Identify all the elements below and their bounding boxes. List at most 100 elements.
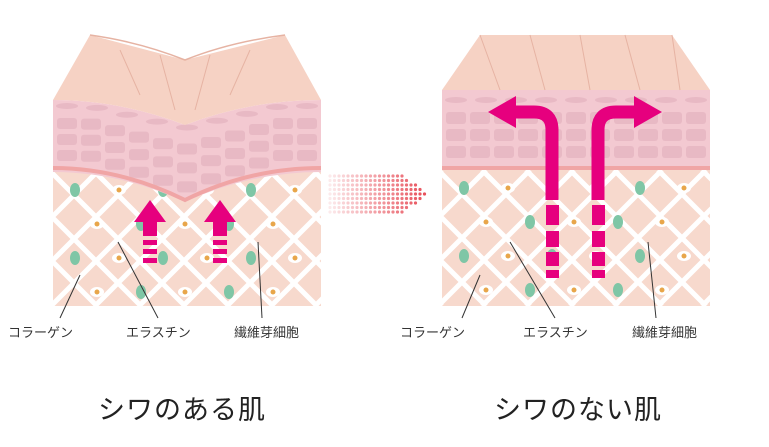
transition-dot <box>332 192 337 196</box>
transition-dot <box>413 187 418 192</box>
transition-dot <box>386 183 391 187</box>
transition-dot <box>332 178 337 183</box>
cell <box>686 146 706 158</box>
transition-dot <box>337 178 341 183</box>
transition-dot <box>332 205 337 210</box>
transition-dot <box>368 201 373 205</box>
transition-dot <box>382 192 386 196</box>
collagen-fiber <box>269 252 321 306</box>
collagen-fiber <box>700 170 710 182</box>
transition-dot <box>337 183 341 187</box>
transition-dot <box>332 183 337 187</box>
cell <box>81 150 101 162</box>
cell <box>153 156 173 168</box>
cell <box>57 118 77 129</box>
transition-dot <box>391 201 395 205</box>
cell <box>153 138 173 150</box>
transition-dot <box>364 205 368 210</box>
cell <box>86 104 108 111</box>
cell <box>177 181 197 193</box>
cell <box>614 146 634 158</box>
transition-dot <box>413 192 418 196</box>
transition-dot <box>328 196 332 201</box>
transition-dot <box>332 196 337 201</box>
transition-dot <box>368 187 373 192</box>
fibroblast-nucleus <box>571 219 577 225</box>
transition-dot <box>404 187 409 192</box>
cell <box>494 146 514 158</box>
transition-dot <box>355 187 359 192</box>
transition-dot <box>382 196 386 201</box>
transition-dot <box>409 187 413 192</box>
transition-dot <box>346 187 350 192</box>
support-arrow-left <box>488 96 559 278</box>
transition-dot <box>368 178 373 183</box>
cell <box>225 130 245 142</box>
cell <box>273 150 293 161</box>
elastin-label-right: エラスチン <box>523 326 588 341</box>
cell <box>638 146 658 158</box>
fibroblast-nucleus <box>204 255 210 261</box>
transition-dot <box>364 192 368 196</box>
fibroblast-label-left: 繊維芽細胞 <box>234 326 300 341</box>
transition-dot <box>395 192 400 196</box>
transition-dot <box>391 192 395 196</box>
cell <box>297 134 317 145</box>
transition-dot <box>391 178 395 183</box>
transition-dot <box>391 196 395 201</box>
transition-dot <box>382 187 386 192</box>
fibroblast-label-right: 繊維芽細胞 <box>632 326 698 341</box>
transition-dot <box>377 183 382 187</box>
transition-dot <box>409 183 413 187</box>
transition-dot <box>346 201 350 205</box>
transition-dot <box>377 174 382 178</box>
cell <box>249 140 269 152</box>
transition-dot <box>413 196 418 201</box>
cell <box>655 97 677 103</box>
elastin-fiber <box>246 251 256 265</box>
transition-dot <box>328 205 332 210</box>
transition-dot <box>386 187 391 192</box>
transition-dot <box>391 183 395 187</box>
transition-dot <box>377 196 382 201</box>
transition-dot <box>404 192 409 196</box>
cell <box>686 112 706 124</box>
transition-dot <box>395 174 400 178</box>
transition-dot <box>400 201 404 205</box>
collagen-fiber <box>746 170 769 306</box>
transition-dot <box>350 201 355 205</box>
transition-dot <box>373 192 377 196</box>
collagen-fiber <box>53 302 55 306</box>
smooth-skin-caption: シワのない肌 <box>494 395 662 426</box>
collagen-fiber <box>656 250 710 306</box>
cell <box>297 118 317 129</box>
cell <box>81 134 101 146</box>
transition-dot <box>337 174 341 178</box>
transition-dot <box>337 192 341 196</box>
cell <box>686 129 706 141</box>
transition-dot <box>382 210 386 214</box>
transition-dot <box>328 178 332 183</box>
transition-dot <box>373 201 377 205</box>
transition-dot <box>332 187 337 192</box>
cell <box>129 149 149 161</box>
fibroblast-nucleus <box>659 287 665 293</box>
cell <box>201 173 221 185</box>
transition-dot <box>368 210 373 214</box>
transition-dot <box>395 201 400 205</box>
cell <box>535 97 557 103</box>
transition-dot <box>341 183 346 187</box>
transition-dot <box>368 205 373 210</box>
cell <box>206 117 228 124</box>
support-arrow-right <box>591 96 662 278</box>
collagen-fiber <box>656 170 710 226</box>
transition-dot <box>341 210 346 214</box>
cell <box>273 134 293 145</box>
transition-dot <box>355 192 359 196</box>
transition-dot <box>359 183 364 187</box>
transition-dot <box>359 205 364 210</box>
transition-dot <box>382 201 386 205</box>
transition-dot <box>328 201 332 205</box>
cell <box>470 129 490 141</box>
